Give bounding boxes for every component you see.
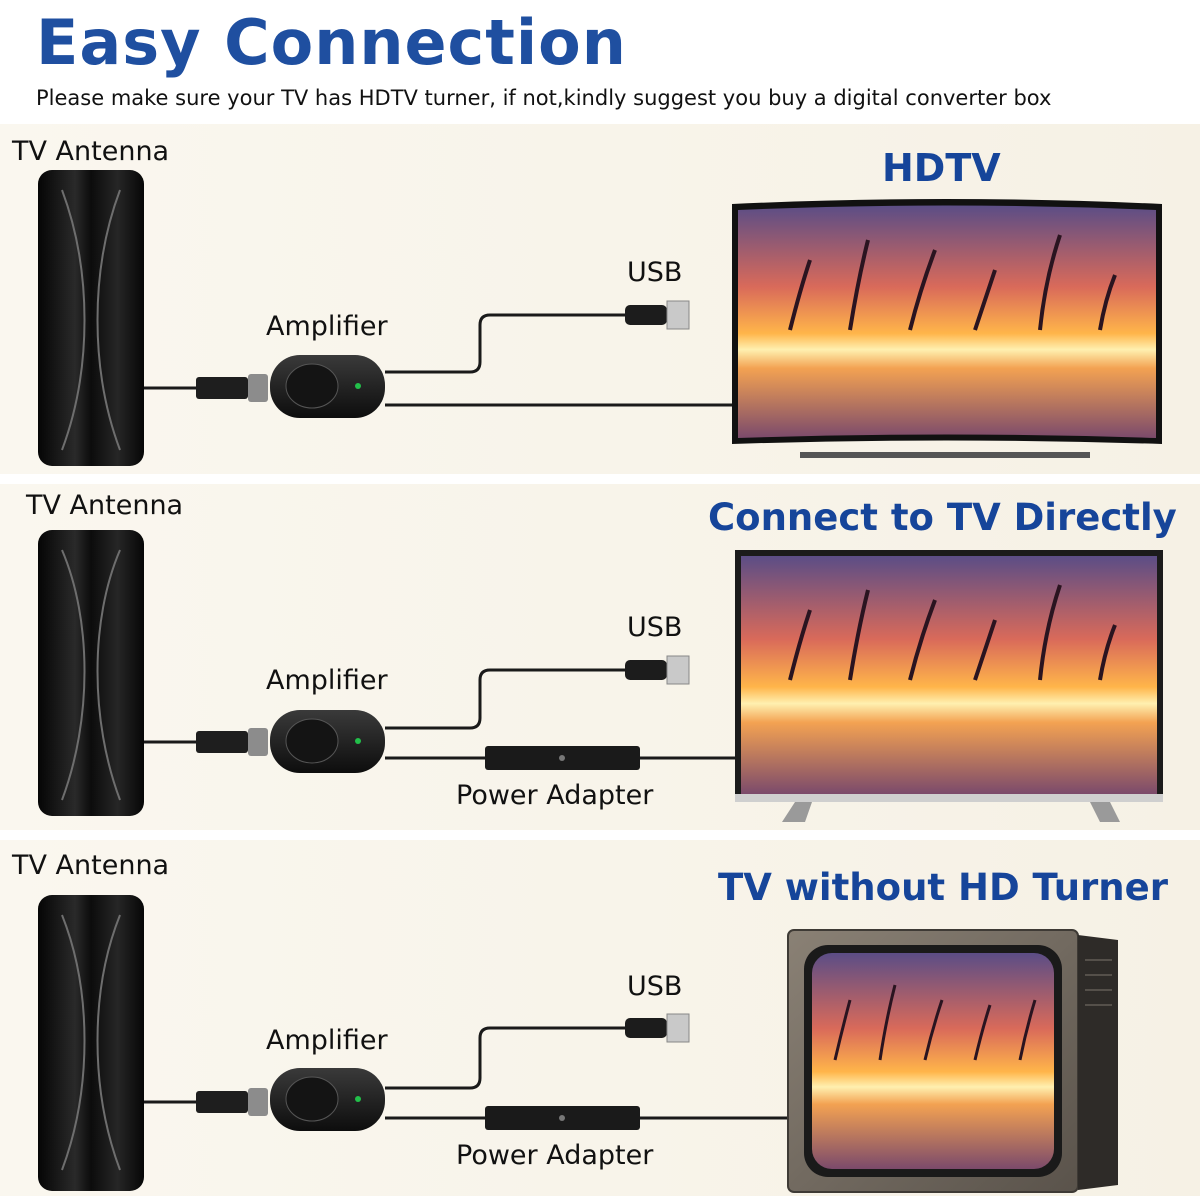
tv-heading: Connect to TV Directly (708, 496, 1177, 539)
tv-icon (732, 199, 1162, 458)
usb-label: USB (627, 971, 683, 1002)
coax-connector-icon (196, 1088, 268, 1116)
coax-connector-icon (196, 728, 268, 756)
amplifier-icon (270, 1068, 385, 1131)
usb-plug-icon (625, 655, 690, 685)
power-adapter-label: Power Adapter (456, 780, 654, 811)
usb-plug-icon (625, 1013, 690, 1043)
amplifier-label: Amplifier (266, 1025, 388, 1056)
antenna-icon (38, 895, 144, 1191)
cable (144, 1026, 790, 1120)
page-subtitle: Please make sure your TV has HDTV turner… (36, 86, 1052, 110)
power-adapter-label: Power Adapter (456, 1140, 654, 1171)
cable (144, 668, 735, 760)
antenna-icon (38, 170, 144, 466)
usb-plug-icon (625, 300, 690, 330)
power-adapter-icon (485, 746, 640, 770)
power-adapter-icon (485, 1106, 640, 1130)
coax-connector-icon (196, 374, 268, 402)
amplifier-icon (270, 355, 385, 418)
amplifier-label: Amplifier (266, 311, 388, 342)
amplifier-label: Amplifier (266, 665, 388, 696)
tv-icon (787, 929, 1118, 1193)
antenna-label: TV Antenna (26, 490, 184, 521)
antenna-label: TV Antenna (12, 850, 170, 881)
tv-heading: HDTV (882, 146, 1001, 190)
cable (144, 313, 735, 407)
usb-label: USB (627, 257, 683, 288)
usb-label: USB (627, 612, 683, 643)
antenna-icon (38, 530, 144, 816)
tv-icon (735, 550, 1163, 822)
page-title: Easy Connection (36, 6, 627, 79)
antenna-label: TV Antenna (12, 136, 170, 167)
amplifier-icon (270, 710, 385, 773)
tv-heading: TV without HD Turner (718, 866, 1168, 909)
